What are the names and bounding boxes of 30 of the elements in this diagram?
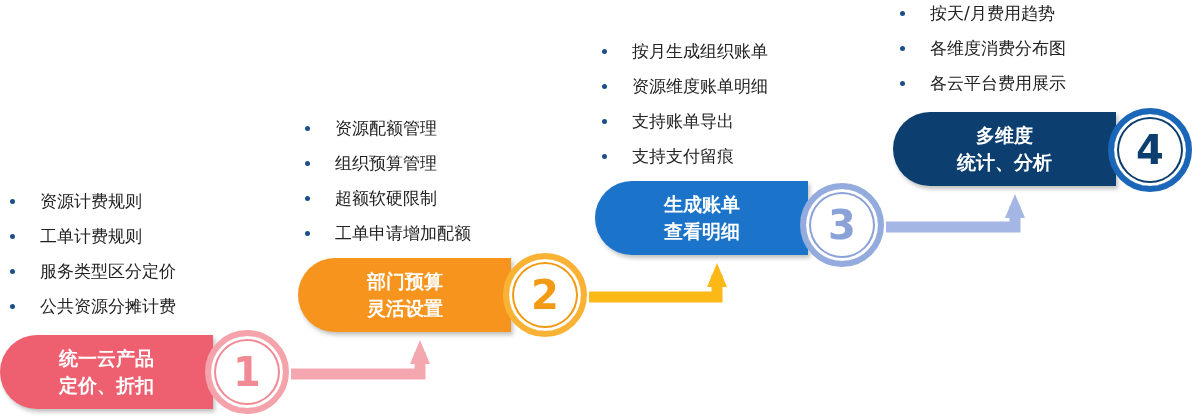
bullet-text: 工单申请增加配额 (335, 221, 471, 245)
step-title: 多维度统计、分析 (956, 123, 1053, 175)
arrow (886, 194, 1025, 233)
bullet-text: 按天/月费用趋势 (930, 1, 1055, 25)
bullet-text: 资源维度账单明细 (632, 74, 768, 98)
step-number: 3 (828, 205, 856, 245)
step-title: 部门预算灵活设置 (365, 269, 444, 321)
bullet-text: 各云平台费用展示 (930, 71, 1066, 95)
bullet-text: 按月生成组织账单 (632, 39, 768, 63)
bullet-text: 组织预算管理 (335, 151, 437, 175)
step-title: 生成账单查看明细 (662, 192, 741, 244)
step-banner (0, 335, 213, 409)
step-number: 2 (531, 275, 559, 315)
step-number: 1 (233, 352, 261, 392)
arrow (589, 263, 727, 303)
bullet-text: 资源配额管理 (335, 116, 437, 140)
arrow (291, 340, 430, 380)
step-banner (893, 112, 1116, 186)
step-number: 4 (1136, 130, 1164, 170)
step-title: 统一云产品定价、折扣 (58, 346, 155, 398)
bullet-text: 支持账单导出 (632, 109, 734, 133)
bullet-text: 服务类型区分定价 (40, 259, 176, 283)
bullet-text: 支持支付留痕 (632, 144, 734, 168)
bullet-text: 超额软硬限制 (335, 186, 437, 210)
step-banner (595, 181, 808, 255)
step-banner (298, 258, 511, 332)
bullet-text: 资源计费规则 (40, 189, 142, 213)
bullet-text: 各维度消费分布图 (930, 36, 1066, 60)
bullet-text: 工单计费规则 (40, 224, 142, 248)
bullet-text: 公共资源分摊计费 (40, 294, 176, 318)
